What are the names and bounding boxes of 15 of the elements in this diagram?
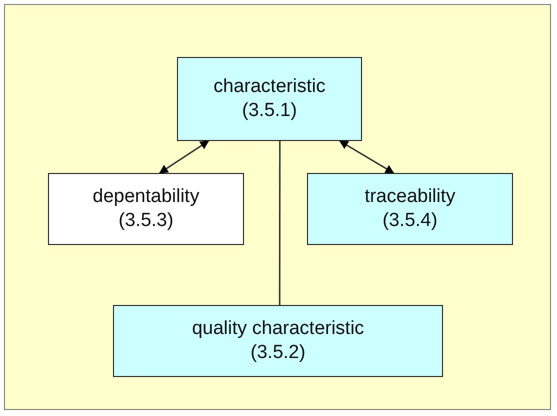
clause-number: (3.5.2)	[250, 341, 306, 365]
clause-number: (3.5.3)	[118, 209, 174, 233]
concept-box	[177, 57, 362, 141]
connector-line	[278, 141, 281, 305]
double-arrow	[158, 140, 210, 174]
concept-name: traceability	[364, 185, 456, 209]
double-arrow	[339, 140, 394, 174]
clause-number: (3.5.4)	[382, 209, 438, 233]
clause-number: (3.5.1)	[242, 99, 297, 123]
concept-name: characteristic	[214, 75, 326, 99]
concept-name: depentability	[92, 185, 200, 209]
concept-box	[113, 305, 443, 377]
concept-name: quality characteristic	[192, 317, 364, 341]
concept-box	[48, 173, 244, 245]
concept-box	[307, 173, 513, 245]
